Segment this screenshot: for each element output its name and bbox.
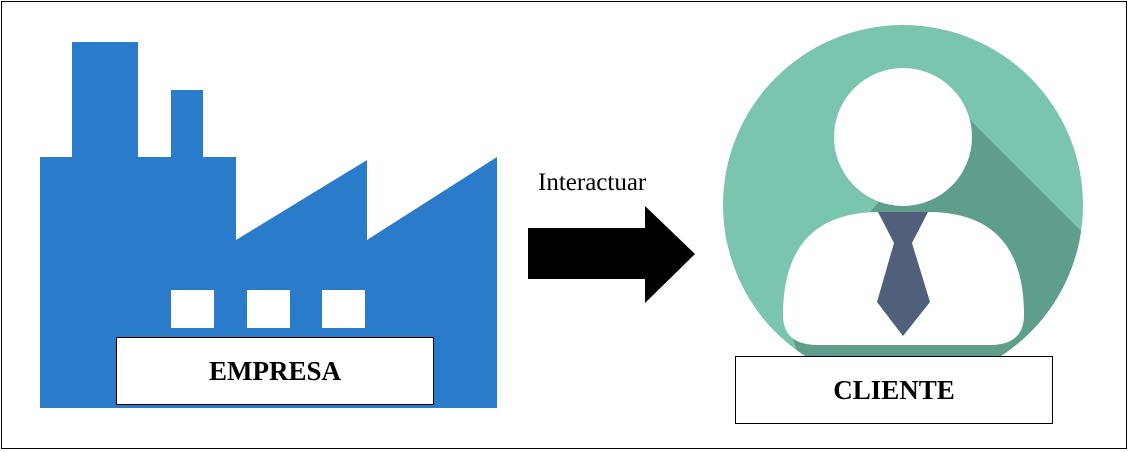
factory-building — [40, 42, 497, 408]
cliente-label-box: CLIENTE — [735, 356, 1053, 424]
factory-icon — [40, 42, 497, 408]
factory-window — [322, 290, 365, 328]
cliente-label: CLIENTE — [833, 374, 955, 405]
avatar-head — [834, 68, 972, 206]
factory-window — [171, 290, 214, 328]
right-arrow-icon — [528, 206, 695, 303]
interactuar-label: Interactuar — [538, 169, 647, 196]
avatar-tie-knot — [878, 212, 928, 243]
empresa-label-box: EMPRESA — [116, 337, 434, 405]
factory-window — [247, 290, 290, 328]
avatar-tie — [877, 243, 930, 336]
empresa-label: EMPRESA — [208, 355, 341, 386]
